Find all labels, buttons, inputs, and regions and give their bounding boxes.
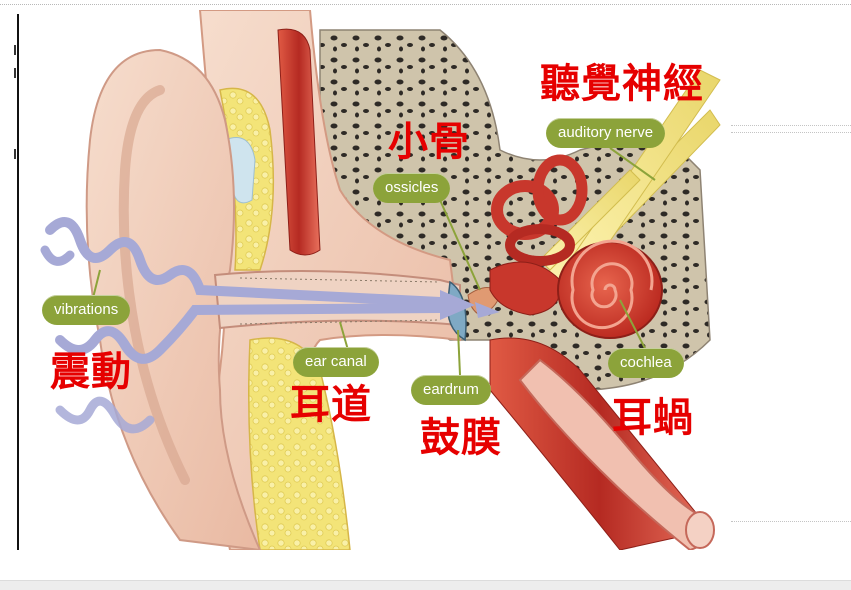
right-divider-2	[731, 132, 851, 133]
cjk-label-vibrations: 震動	[50, 352, 132, 392]
top-divider	[0, 4, 851, 5]
right-divider-1	[731, 125, 851, 126]
label-cochlea: cochlea	[608, 348, 684, 378]
label-ossicles: ossicles	[373, 173, 450, 203]
figure-left-border	[17, 14, 19, 550]
tube-opening	[686, 512, 714, 548]
label-vibrations: vibrations	[42, 295, 130, 325]
right-divider-3	[731, 521, 851, 522]
sound-wave-edge	[45, 250, 70, 261]
left-edge-mark	[14, 149, 16, 159]
label-eardrum: eardrum	[411, 375, 491, 405]
cjk-label-auditory-nerve: 聽覺神經	[540, 64, 704, 104]
cjk-label-ear-canal: 耳道	[290, 385, 372, 425]
label-auditory-nerve: auditory nerve	[546, 118, 665, 148]
left-edge-mark	[14, 45, 16, 55]
left-edge-mark	[14, 68, 16, 78]
cjk-label-eardrum: 鼓膜	[420, 418, 502, 458]
label-ear-canal: ear canal	[293, 347, 379, 377]
cjk-label-ossicles: 小骨	[388, 122, 470, 162]
cjk-label-cochlea: 耳蝸	[612, 398, 694, 438]
